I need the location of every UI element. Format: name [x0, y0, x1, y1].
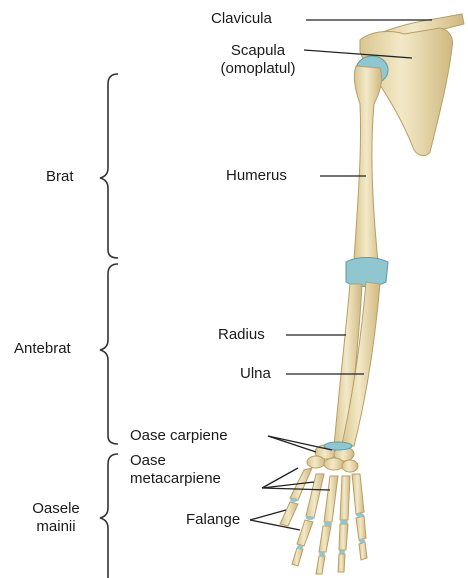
- leader-falange-1: [250, 510, 286, 520]
- label-scapula: Scapula (omoplatul): [210, 42, 306, 78]
- label-falange: Falange: [186, 511, 240, 529]
- label-scapula-line1: Scapula: [210, 42, 306, 60]
- region-label-brat: Brat: [46, 168, 74, 186]
- region-label-antebrat: Antebrat: [14, 340, 71, 358]
- humerus-bone: [354, 66, 382, 262]
- region-brackets: [100, 74, 118, 578]
- bracket-oasele-mainii: [100, 454, 118, 578]
- label-oase-meta-line2: metacarpiene: [130, 470, 221, 488]
- bracket-brat: [100, 74, 118, 258]
- label-humerus: Humerus: [226, 167, 287, 185]
- leader-carpiene-2: [268, 436, 332, 450]
- leader-carpiene-1: [268, 436, 316, 452]
- label-radius: Radius: [218, 326, 265, 344]
- region-label-oasele-mainii: Oasele mainii: [20, 500, 92, 536]
- label-ulna: Ulna: [240, 365, 271, 383]
- region-label-oasele-line1: Oasele: [20, 500, 92, 518]
- label-oase-metacarpiene: Oase metacarpiene: [130, 452, 221, 488]
- label-clavicula: Clavicula: [211, 10, 272, 28]
- leader-falange-2: [250, 520, 300, 530]
- label-scapula-line2: (omoplatul): [210, 60, 306, 78]
- leader-meta-2: [262, 482, 314, 488]
- region-label-oasele-line2: mainii: [20, 518, 92, 536]
- label-oase-carpiene: Oase carpiene: [130, 427, 228, 445]
- label-oase-meta-line1: Oase: [130, 452, 221, 470]
- bracket-antebrat: [100, 264, 118, 444]
